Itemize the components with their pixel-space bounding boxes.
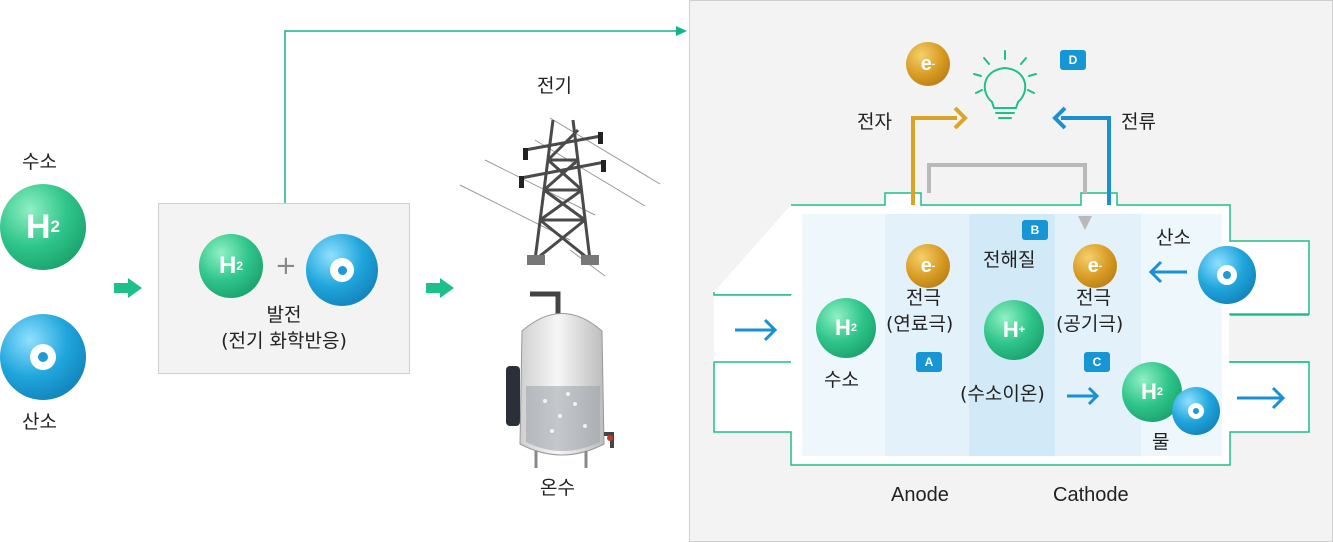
h2-subscript: 2 [50, 217, 61, 236]
generation-sublabel: (전기 화학반응) [221, 330, 347, 352]
e-superscript: - [1098, 260, 1103, 272]
flow-line [284, 26, 687, 204]
h2-subscript: 2 [236, 259, 244, 273]
oxygen-molecule-cell [1198, 246, 1256, 304]
h-ion-superscript: + [1018, 324, 1026, 336]
electron-label: 전자 [857, 111, 892, 133]
hydrogen-label-cell: 수소 [824, 369, 859, 391]
e-superscript: - [931, 260, 936, 272]
hot-water-label: 온수 [540, 477, 575, 499]
light-bulb-icon [973, 50, 1037, 119]
cathode-electrode-sublabel: (공기극) [1056, 313, 1124, 335]
electron-anode: e- [906, 244, 950, 288]
circuit-lines [735, 106, 1286, 410]
hydrogen-ion: H+ [984, 300, 1044, 360]
badge-b: B [1022, 220, 1048, 240]
oxygen-molecule-left [0, 314, 86, 400]
badge-a: A [916, 352, 942, 372]
cathode-label: Cathode [1053, 484, 1129, 506]
anode-electrode-sublabel: (연료극) [886, 313, 954, 335]
h-symbol: H [25, 207, 51, 246]
h-symbol: H [218, 252, 237, 279]
hydrogen-ion-label: (수소이온) [960, 383, 1045, 405]
h-symbol: H [834, 315, 851, 340]
electron-top: e- [906, 42, 950, 86]
arrow-icon [426, 278, 454, 298]
h2-subscript: 2 [1156, 386, 1163, 398]
plus-sign: + [275, 251, 297, 281]
electron-cathode: e- [1073, 244, 1117, 288]
electricity-label: 전기 [537, 75, 572, 97]
anode-electrode-label: 전극 [906, 287, 941, 309]
e-symbol: e [920, 52, 932, 75]
generation-label: 발전 [266, 304, 302, 326]
oxygen-label-left: 산소 [22, 411, 57, 433]
hydrogen-label-left: 수소 [22, 151, 57, 173]
h-symbol: H [1002, 317, 1019, 342]
arrow-icon [114, 278, 142, 298]
water-oxygen-molecule [1172, 387, 1220, 435]
anode-label: Anode [891, 484, 949, 506]
badge-c: C [1084, 352, 1110, 372]
oxygen-molecule-box [306, 234, 378, 306]
e-symbol: e [1087, 254, 1099, 277]
water-tank-icon [506, 291, 614, 468]
power-tower-icon [459, 117, 661, 277]
water-label: 물 [1152, 431, 1170, 453]
electrolyte-label: 전해질 [983, 249, 1036, 271]
badge-d: D [1060, 50, 1086, 70]
h2-subscript: 2 [850, 322, 857, 334]
current-label: 전류 [1121, 111, 1156, 133]
h-symbol: H [1140, 379, 1157, 404]
e-superscript: - [931, 58, 936, 70]
cathode-electrode-label: 전극 [1076, 287, 1111, 309]
e-symbol: e [920, 254, 932, 277]
oxygen-label-cell: 산소 [1156, 227, 1191, 249]
